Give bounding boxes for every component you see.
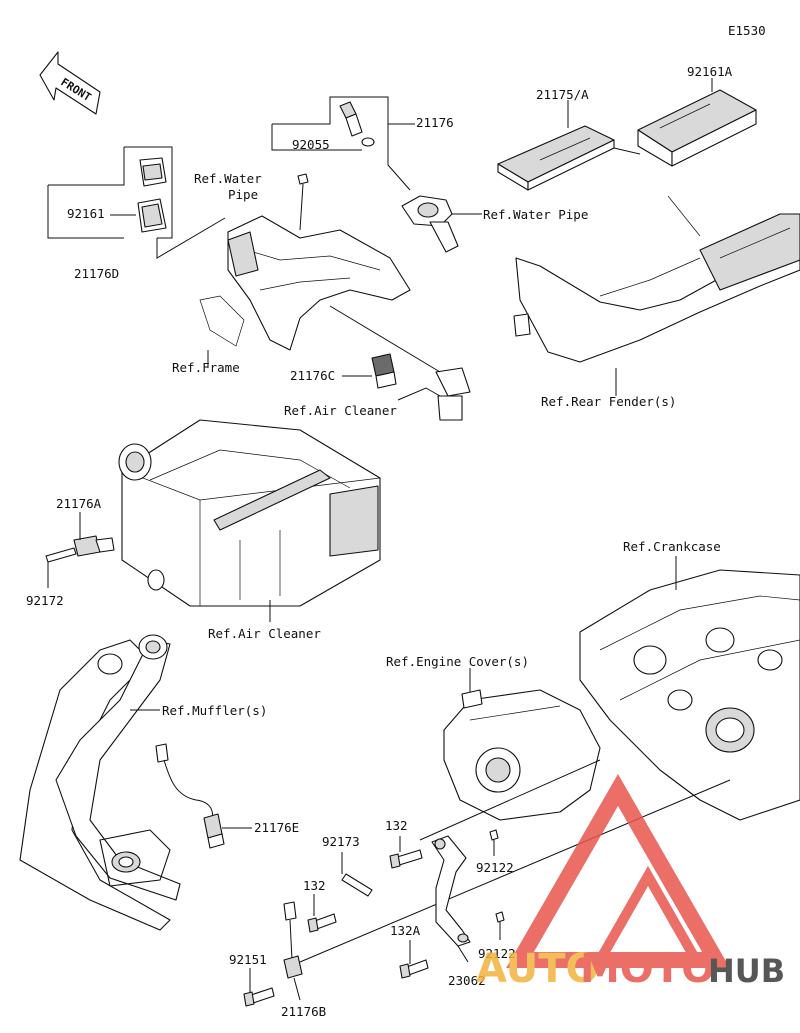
bolt-132-upper-icon: [389, 849, 423, 869]
pin-92122-upper-icon: [489, 829, 499, 841]
engine-cover: [443, 689, 601, 821]
label-92151: 92151: [229, 952, 267, 967]
label-21176E: 21176E: [254, 820, 299, 835]
label-21176B: 21176B: [281, 1004, 326, 1019]
water-pipe-fitting: [401, 195, 459, 253]
ref-muffler: Ref.Muffler(s): [162, 703, 267, 718]
o2-sensor-icon: [155, 743, 225, 849]
air-cleaner-sensor-icon: [435, 367, 471, 421]
label-92122-upper: 92122: [476, 860, 514, 875]
label-132A: 132A: [390, 923, 421, 938]
ecu-group: [497, 78, 757, 191]
ref-rear-fender: Ref.Rear Fender(s): [541, 394, 676, 409]
bolt-92151-icon: [243, 987, 275, 1007]
ref-water-pipe-left-1: Ref.Water: [194, 171, 262, 186]
label-92161A: 92161A: [687, 64, 733, 79]
label-92173: 92173: [322, 834, 360, 849]
diagram-id: E1530: [728, 23, 766, 38]
sensor-21176C-icon: [371, 353, 397, 389]
label-23062: 23062: [448, 973, 486, 988]
label-21176D: 21176D: [74, 266, 119, 281]
pin-92122-lower-icon: [495, 911, 505, 923]
pin-92173-icon: [341, 873, 373, 897]
label-92055: 92055: [292, 137, 330, 152]
ref-frame: Ref.Frame: [172, 360, 240, 375]
bolt-132A-icon: [399, 959, 429, 979]
temp-sensor-icon: [339, 101, 375, 147]
rear-fender: [513, 195, 800, 363]
ref-water-pipe-right: Ref.Water Pipe: [483, 207, 588, 222]
gear-sensor-icon: [283, 901, 303, 979]
relay-group: [47, 146, 226, 259]
muffler: [19, 634, 181, 931]
watermark-auto: AUTO: [476, 946, 600, 992]
air-cleaner-box: [118, 419, 381, 607]
label-92122-lower: 92122: [478, 946, 516, 961]
label-21176A: 21176A: [56, 496, 102, 511]
label-21175A: 21175/A: [536, 87, 589, 102]
watermark-hub: HUB: [708, 952, 785, 990]
front-arrow-icon: FRONT: [39, 51, 101, 115]
label-21176C: 21176C: [290, 368, 335, 383]
relay-icon: [137, 157, 167, 233]
frame-bracket: [199, 215, 411, 351]
shift-lever-icon: [431, 835, 471, 947]
label-92172: 92172: [26, 593, 64, 608]
crankcase: [579, 569, 800, 821]
ref-air-cleaner-lower: Ref.Air Cleaner: [208, 626, 321, 641]
ref-air-cleaner-upper: Ref.Air Cleaner: [284, 403, 397, 418]
label-132-upper: 132: [385, 818, 408, 833]
temp-sensor-group: [271, 96, 415, 191]
label-132-lower: 132: [303, 878, 326, 893]
bolt-132-lower-icon: [307, 913, 337, 933]
ref-water-pipe-left-2: Pipe: [228, 187, 258, 202]
label-92161: 92161: [67, 206, 105, 221]
ref-engine-cover: Ref.Engine Cover(s): [386, 654, 529, 669]
watermark-moto: MOTO: [580, 946, 715, 992]
automotohub-watermark: AUTO MOTO HUB: [476, 773, 785, 992]
sensor-21176A-icon: [45, 535, 115, 563]
bolt-icon: [297, 173, 309, 231]
label-21176: 21176: [416, 115, 454, 130]
ref-crankcase: Ref.Crankcase: [623, 539, 721, 554]
